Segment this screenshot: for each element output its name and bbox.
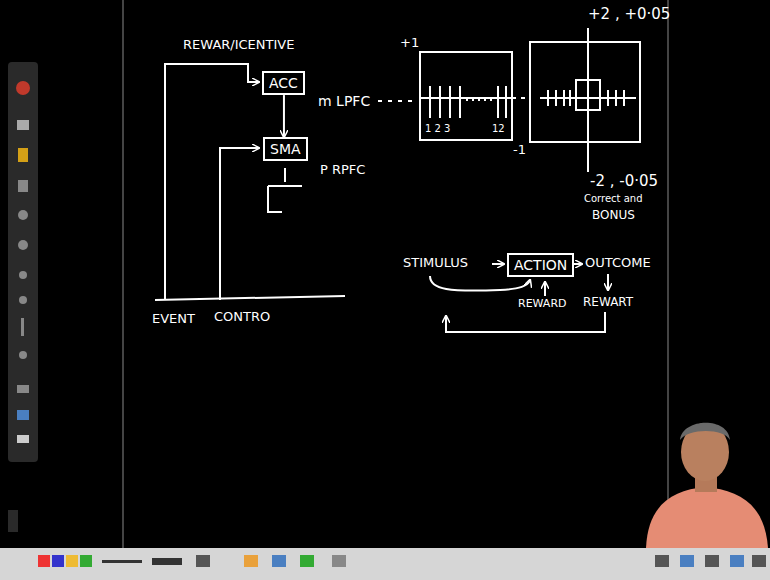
handwritten-label: REWAR/ICENTIVE bbox=[183, 38, 294, 52]
pathway-lines bbox=[155, 64, 345, 300]
handwritten-label: OUTCOME bbox=[585, 256, 651, 270]
region-box: ACTION bbox=[507, 253, 574, 277]
handwritten-label: +1 bbox=[400, 36, 419, 50]
box-label: SMA bbox=[270, 141, 301, 157]
board-edge bbox=[667, 0, 669, 548]
region-box: SMA bbox=[263, 137, 308, 161]
region-box: ACC bbox=[262, 71, 305, 95]
box-label: ACC bbox=[269, 75, 298, 91]
handwritten-label: P RPFC bbox=[320, 163, 365, 177]
handwritten-label: Correct and bbox=[584, 193, 643, 204]
bottom-toolbar bbox=[0, 548, 770, 580]
connector-arrow bbox=[283, 95, 285, 137]
handwritten-label: 12 bbox=[492, 123, 505, 134]
handwritten-label: -2 , -0·05 bbox=[590, 173, 658, 190]
lecturer-video bbox=[646, 423, 768, 548]
handwritten-label: EVENT bbox=[152, 312, 195, 326]
handwritten-label: STIMULUS bbox=[403, 256, 468, 270]
handwritten-label: CONTRO bbox=[214, 310, 270, 324]
tool-icons bbox=[16, 81, 30, 443]
handwritten-label: +2 , +0·05 bbox=[588, 6, 670, 23]
handwritten-label: m LPFC bbox=[318, 94, 370, 109]
handwritten-label: REWARD bbox=[518, 298, 567, 310]
handwritten-label: -1 bbox=[513, 143, 526, 157]
board-edge bbox=[122, 0, 124, 548]
handwritten-label: BONUS bbox=[592, 209, 635, 222]
handwritten-label: 1 2 3 bbox=[425, 123, 450, 134]
box-label: ACTION bbox=[514, 257, 567, 273]
tool-stub bbox=[8, 510, 18, 532]
tool-panel bbox=[8, 62, 38, 462]
handwritten-label: REWART bbox=[583, 296, 633, 309]
scale-figure bbox=[378, 28, 640, 172]
toolbar-icons bbox=[38, 555, 766, 567]
